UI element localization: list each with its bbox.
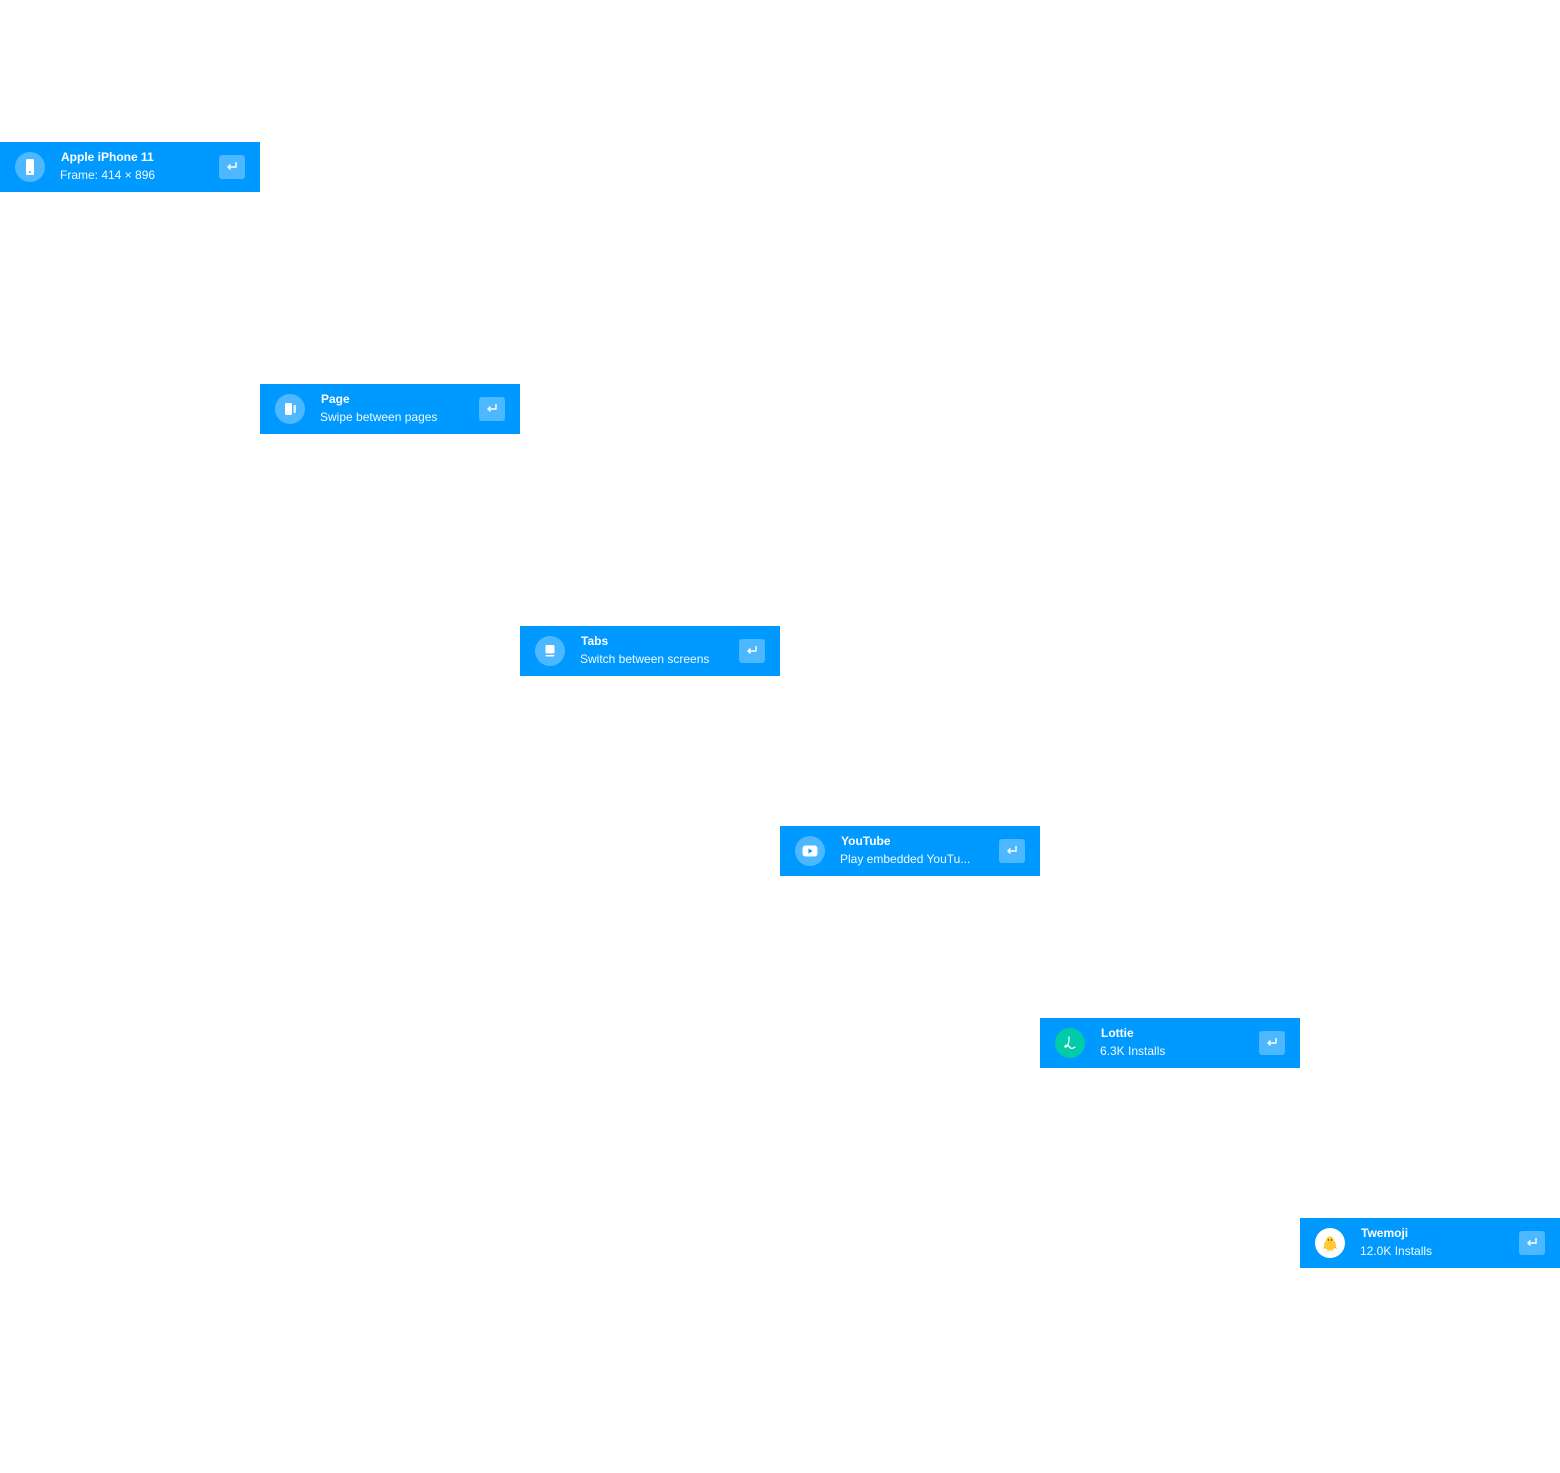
return-arrow-icon[interactable] (219, 155, 245, 179)
item-title: Tabs (581, 634, 609, 648)
return-arrow-icon[interactable] (1519, 1231, 1545, 1255)
lottie-icon (1055, 1028, 1085, 1058)
play-icon (795, 836, 825, 866)
list-item-lottie[interactable]: Lottie 6.3K Installs (1040, 1018, 1300, 1068)
item-subtitle: Frame: 414 × 896 (60, 168, 156, 182)
item-subtitle: 12.0K Installs (1360, 1244, 1433, 1258)
return-arrow-icon[interactable] (1259, 1031, 1285, 1055)
return-arrow-icon[interactable] (739, 639, 765, 663)
item-subtitle: Swipe between pages (320, 410, 438, 424)
list-item-youtube[interactable]: YouTube Play embedded YouTu... (780, 826, 1040, 876)
item-title: Twemoji (1361, 1226, 1409, 1240)
phone-icon (15, 152, 45, 182)
tabs-icon (535, 636, 565, 666)
page-icon (275, 394, 305, 424)
return-arrow-icon[interactable] (479, 397, 505, 421)
chick-emoji-icon (1315, 1228, 1345, 1258)
item-title: YouTube (841, 834, 891, 848)
list-item-twemoji[interactable]: Twemoji 12.0K Installs (1300, 1218, 1560, 1268)
list-item-page[interactable]: Page Swipe between pages (260, 384, 520, 434)
return-arrow-icon[interactable] (999, 839, 1025, 863)
item-title: Page (321, 392, 350, 406)
item-subtitle: Play embedded YouTu... (840, 852, 971, 866)
list-item-apple-iphone-11[interactable]: Apple iPhone 11 Frame: 414 × 896 (0, 142, 260, 192)
item-title: Lottie (1101, 1026, 1134, 1040)
item-subtitle: 6.3K Installs (1100, 1044, 1166, 1058)
item-title: Apple iPhone 11 (61, 150, 154, 164)
item-subtitle: Switch between screens (580, 652, 710, 666)
list-item-tabs[interactable]: Tabs Switch between screens (520, 626, 780, 676)
